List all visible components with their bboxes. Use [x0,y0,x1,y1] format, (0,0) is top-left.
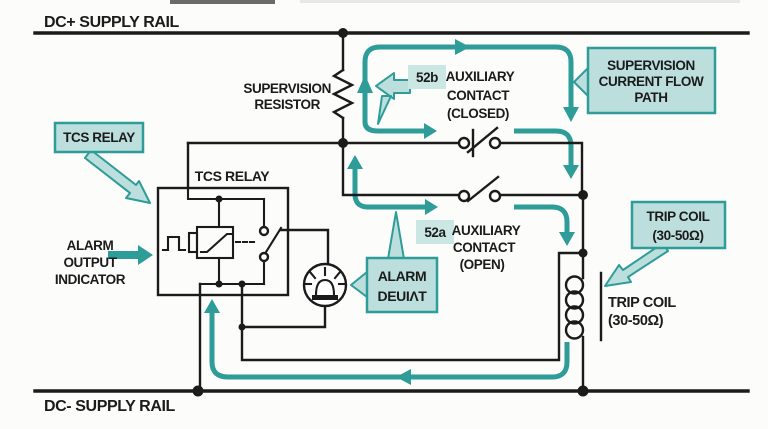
alarm-output-indicator-line2: OUTPUT [63,255,117,270]
contact-52a-label-line2: CONTACT [453,240,516,255]
tcs-relay-callout-label: TCS RELAY [63,130,135,145]
flow-arrowhead-up [204,299,220,313]
wire-to-52a [341,141,461,197]
comparator-icon [195,225,235,260]
contact-52a-label-line1: AUXILIARY [452,223,521,238]
alarm-output-callout-line2: DEUIΛT [378,288,428,304]
flow-arrowhead-up [357,75,373,93]
alarm-output-callout-line1: ALARM [378,268,427,284]
junction-dots [192,28,589,397]
tcs-relay-callout-box [53,121,145,154]
flow-path-split-toward-contacts [347,155,438,215]
trip-coil-callout-arrow [604,242,669,287]
trip-coil-label-line1: TRIP COIL [608,295,676,311]
relay-contact-icon [258,225,270,237]
dc-plus-rail-label: DC+ SUPPLY RAIL [44,14,180,31]
contact-52b-label-line3: (CLOSED) [447,106,509,121]
top-edge-artifact [170,0,275,4]
contact-52b-label-line2: CONTACT [447,88,510,103]
tcs-relay-box-symbol [156,186,290,297]
flow-arrowhead-down [563,165,579,179]
trip-coil-callout-box [630,200,727,250]
flow-path-after-52a [514,204,575,246]
flow-arrowhead-right [425,199,438,215]
tag-52a: 52a [424,225,446,240]
contact-52a-icon [457,175,502,203]
contact-52a-label-line3: (OPEN) [460,257,505,272]
wire-lamp-return [240,304,327,329]
flow-arrowhead-down [559,232,575,246]
alarm-indicator-arrow [108,245,153,265]
callout-pointer-52b-arrow [375,72,411,100]
alarm-output-callout-box [365,256,439,314]
trip-coil-icon [564,190,603,393]
dc-minus-rail-label: DC- SUPPLY RAIL [44,398,176,415]
supervision-resistor-label-line2: RESISTOR [254,97,320,112]
wire-relay-to-lamp [279,228,330,266]
flow-arrowhead-up [347,155,363,169]
supervision-flow-path-top [357,39,579,139]
tag-52b: 52b [416,70,438,85]
flow-path-return-to-relay [204,299,570,385]
callout-pointer-52b-spike [377,95,392,125]
alarm-callout-spike [387,211,405,260]
trip-coil-callout-line2: (30-50Ω) [652,228,703,243]
supervision-path-callout-line3: PATH [634,90,667,105]
tcs-relay-label: TCS RELAY [195,168,271,184]
flow-arrowhead-right [455,39,470,55]
flow-arrowhead-left [396,369,411,385]
supervision-path-callout-line2: CURRENT FLOW [599,74,704,89]
flow-path-after-52b [514,128,579,179]
contact-52b-label-line1: AUXILIARY [446,69,515,84]
supervision-path-callout-box [586,46,717,115]
wire-sealin-branch [240,251,585,362]
flow-arrowhead-right [424,123,437,139]
alarm-lamp-icon [302,262,348,308]
supervision-resistor-symbol [331,31,355,145]
supervision-resistor-label-line1: SUPERVISION [243,81,331,96]
supervision-path-callout-line1: SUPERVISION [607,58,695,73]
alarm-callout-notch [350,271,368,298]
trip-coil-callout-line1: TRIP COIL [647,209,710,224]
pulse-waveform-icon [161,235,187,252]
tag-52b-background [408,65,446,89]
trip-coil-label-line2: (30-50Ω) [608,313,664,329]
alarm-output-indicator-line1: ALARM [67,238,114,253]
flow-arrowhead-down [563,107,579,122]
wire-52b-to-junction [498,141,584,194]
top-edge-artifact-light [300,0,740,3]
contact-52b-icon [457,126,502,158]
tag-52a-background [416,220,454,244]
tcs-relay-callout-arrow [84,149,151,204]
alarm-output-indicator-line3: INDICATOR [55,272,126,287]
